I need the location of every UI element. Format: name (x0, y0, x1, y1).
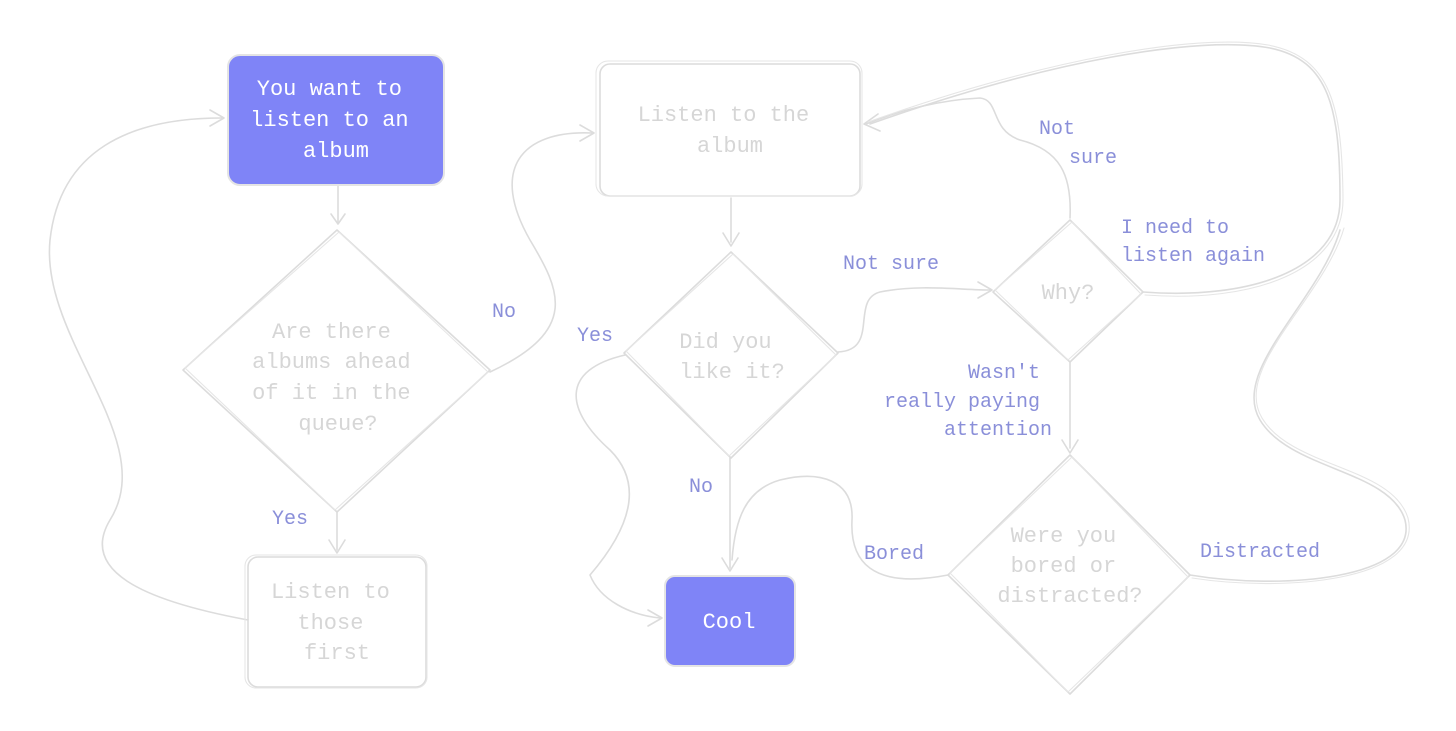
connectors (48, 41, 1410, 627)
node-did-you-like-diamond-sketch (625, 253, 837, 457)
node-cool-text: Cool (703, 610, 756, 635)
arrowhead (721, 557, 739, 572)
node-ahead-in-queue-text: Are there albums ahead of it in the queu… (252, 320, 424, 437)
edge-bored (731, 475, 949, 580)
node-did-you-like-text: Did you like it? (679, 330, 785, 385)
edge-label-like-no: No (689, 476, 713, 499)
arrowhead (209, 109, 225, 127)
node-want-album-box (227, 54, 445, 186)
node-ahead-in-queue-diamond-sketch (184, 231, 489, 511)
edge-listen-first-loop (48, 117, 249, 621)
edge-label-like-not-sure: Not sure (843, 253, 939, 276)
edge-queue-no (489, 132, 593, 373)
node-listen-album-text: Listen to the album (638, 103, 823, 159)
edge-like-not-sure (837, 287, 991, 353)
node-bored-or-distracted-text: Were you bored or distracted? (997, 524, 1142, 609)
node-ahead-in-queue: Are there albums ahead of it in the queu… (182, 229, 491, 513)
arrowhead (330, 213, 346, 225)
arrowhead (579, 124, 595, 142)
edge-why-not-sure (865, 97, 1071, 219)
arrowhead (647, 609, 663, 627)
arrowhead (1061, 439, 1079, 454)
node-why-diamond-sketch (994, 221, 1142, 361)
edge-label-why-not-paying: Wasn't really paying attention (884, 362, 1052, 442)
node-listen-first-text: Listen to those first (271, 580, 403, 666)
node-cool: Cool (664, 575, 796, 667)
edge-distracted-sketch (1191, 227, 1410, 585)
edge-distracted (1189, 229, 1407, 582)
node-listen-album-box-sketch (595, 60, 863, 197)
node-cool-box (664, 575, 796, 667)
edge-label-why-listen-again: I need to listen again (1121, 217, 1265, 268)
node-listen-album-box (599, 63, 861, 197)
node-why: Why? (992, 219, 1144, 363)
edge-why-listen-again (869, 43, 1341, 295)
node-want-album-text: You want to listen to an album (250, 77, 422, 164)
edge-label-why-not-sure: Not sure (1039, 118, 1117, 170)
arrowhead (328, 539, 346, 554)
edge-labels: No Yes Yes No Not sure Not sure I need t… (272, 118, 1320, 566)
edge-like-yes (575, 354, 661, 619)
arrowhead (977, 281, 993, 299)
node-bored-or-distracted-diamond-sketch (949, 456, 1189, 693)
edge-label-distracted: Distracted (1200, 541, 1320, 564)
node-bored-or-distracted-diamond (947, 454, 1191, 695)
edge-label-queue-yes: Yes (272, 508, 308, 531)
edge-label-bored: Bored (864, 543, 924, 566)
arrowhead (863, 113, 881, 132)
node-did-you-like-diamond (623, 251, 839, 459)
edge-why-listen-again-sketch (867, 41, 1344, 297)
node-why-diamond (992, 219, 1144, 363)
node-listen-album: Listen to the album (595, 60, 863, 197)
node-ahead-in-queue-diamond (182, 229, 491, 513)
node-want-album: You want to listen to an album (227, 54, 445, 186)
arrowhead (722, 232, 740, 247)
edge-label-like-yes: Yes (577, 325, 613, 348)
node-listen-first-box (247, 556, 427, 688)
edge-label-queue-no: No (492, 301, 516, 324)
node-why-text: Why? (1042, 281, 1095, 306)
node-listen-first: Listen to those first (244, 554, 428, 689)
node-did-you-like: Did you like it? (623, 251, 839, 459)
node-listen-first-box-sketch (244, 554, 428, 689)
node-bored-or-distracted: Were you bored or distracted? (947, 454, 1191, 695)
